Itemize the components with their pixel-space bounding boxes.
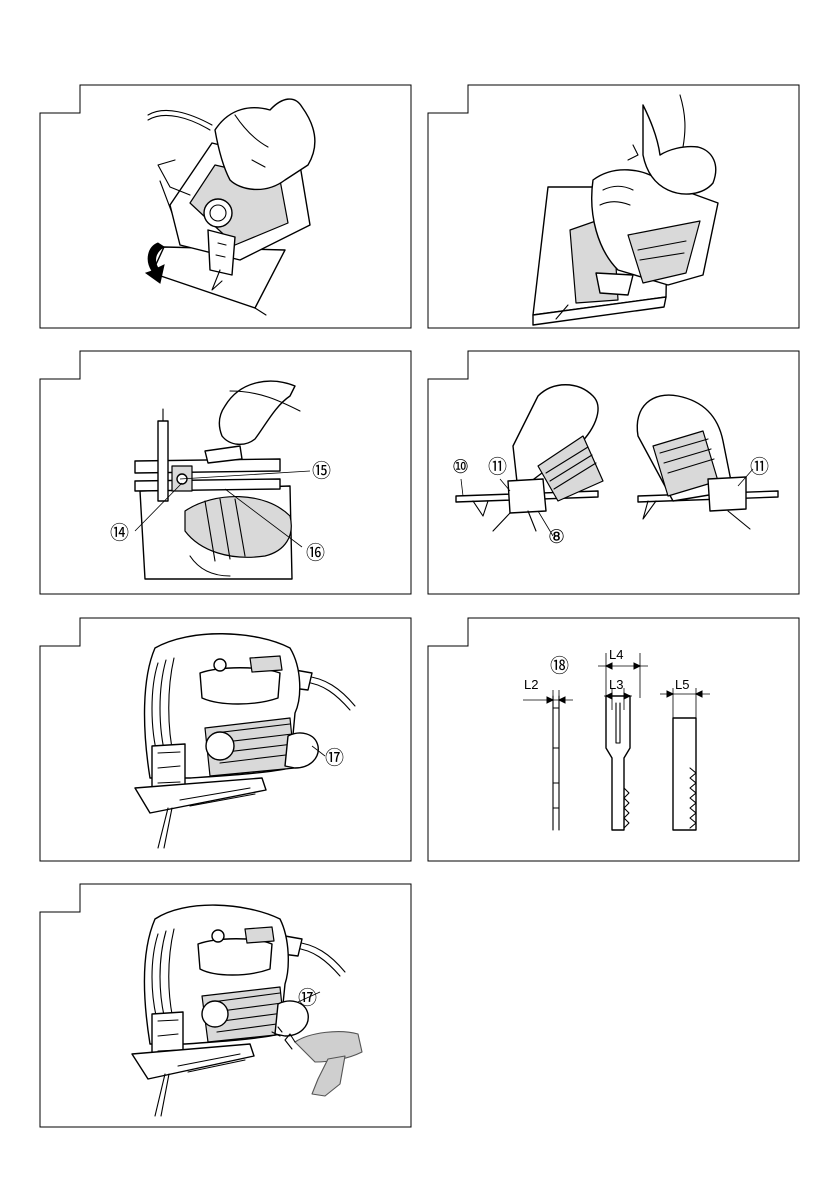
callout-11-left: ⑪ <box>488 457 507 477</box>
callout-10-leader <box>461 479 463 496</box>
callout-17: ⑰ <box>325 748 344 768</box>
figure-7-panel: ⑰ <box>40 884 412 1128</box>
callout-17: ⑰ <box>298 988 317 1008</box>
callout-11-right: ⑪ <box>750 457 769 477</box>
figure-3-panel: ⑮ ⑭ ⑯ <box>40 351 412 595</box>
figure-2-panel <box>428 85 800 329</box>
callout-8: ⑧ <box>548 527 565 547</box>
figure-4-rip-fence-illustration <box>428 351 800 595</box>
callout-10: ⑩ <box>452 457 469 477</box>
label-l3: L3 <box>609 678 623 692</box>
callout-14: ⑭ <box>110 523 129 543</box>
figure-5-dust-nozzle-illustration <box>40 618 412 862</box>
figure-2-plunge-cut-illustration <box>428 85 800 329</box>
label-l5: L5 <box>675 678 689 692</box>
label-l2: L2 <box>524 678 538 692</box>
figure-3-blade-holder-illustration <box>40 351 412 595</box>
figure-7-vacuum-connection-illustration <box>40 884 412 1128</box>
callout-15: ⑮ <box>312 461 331 481</box>
figure-6-panel: ⑱ L4 L2 L3 L5 <box>428 618 800 862</box>
figure-1-bevel-tilt-illustration <box>40 85 412 329</box>
figure-5-panel: ⑰ <box>40 618 412 862</box>
callout-18: ⑱ <box>550 656 569 676</box>
label-l4: L4 <box>609 648 623 662</box>
callout-16: ⑯ <box>306 543 325 563</box>
figure-4-panel: ⑩ ⑪ ⑧ ⑪ <box>428 351 800 595</box>
figure-1-panel <box>40 85 412 329</box>
